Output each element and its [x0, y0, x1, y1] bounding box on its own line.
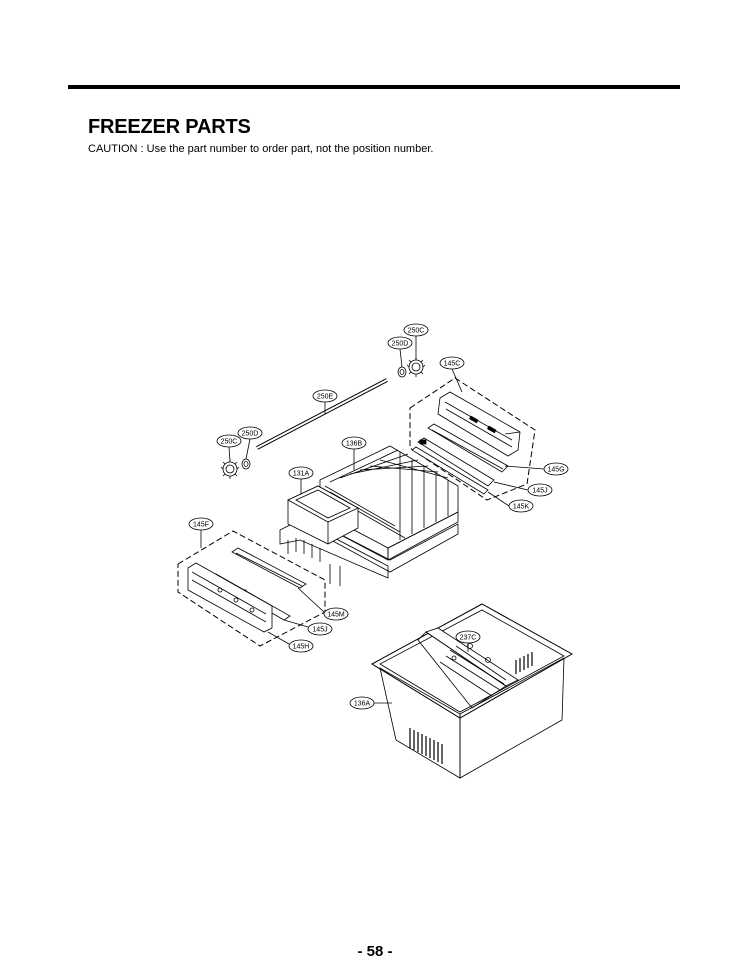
svg-text:145K: 145K [513, 504, 530, 511]
svg-text:250C: 250C [408, 328, 425, 335]
callout-250C-top: 250C [403, 323, 429, 360]
svg-text:145C: 145C [444, 361, 461, 368]
svg-text:145H: 145H [293, 644, 310, 651]
svg-text:250E: 250E [317, 394, 334, 401]
svg-text:250D: 250D [392, 341, 409, 348]
right-rail-assembly [409, 377, 536, 501]
bushing-250D-left [241, 458, 251, 470]
svg-text:250C: 250C [221, 439, 238, 446]
callout-145H: 145H [267, 631, 314, 653]
page-number: - 58 - [357, 943, 393, 960]
callout-237C: 237C [455, 630, 481, 652]
callout-136B: 136B [341, 436, 367, 470]
svg-text:237C: 237C [460, 635, 477, 642]
svg-text:145F: 145F [193, 522, 209, 529]
callout-250C-left: 250C [216, 434, 242, 463]
callout-145G: 145G [504, 462, 569, 476]
callout-250E: 250E [312, 389, 338, 414]
bushing-250D-top [397, 366, 407, 378]
big-bin-136A [371, 603, 574, 779]
svg-text:145M: 145M [327, 612, 345, 619]
callout-145F: 145F [188, 517, 214, 548]
left-rail-assembly [177, 530, 326, 647]
callout-145K: 145K [487, 491, 534, 513]
callouts: 250C 250D 145C 250E 250D 250C 136B 131A … [188, 323, 569, 710]
svg-text:145J: 145J [532, 488, 547, 495]
callout-145J-left: 145J [283, 619, 333, 636]
callout-250D-top: 250D [387, 336, 413, 368]
callout-145C: 145C [439, 356, 465, 393]
svg-text:131A: 131A [293, 471, 310, 478]
callout-136A: 136A [349, 696, 392, 710]
svg-text:136B: 136B [346, 441, 363, 448]
shaft-250E [256, 378, 388, 450]
top-rule [68, 85, 680, 89]
callout-145M: 145M [297, 587, 349, 621]
caution-note: CAUTION : Use the part number to order p… [88, 143, 434, 155]
callout-145J-right: 145J [493, 481, 553, 497]
gear-250C-left [220, 459, 240, 479]
callout-131A: 131A [288, 466, 314, 494]
svg-text:250D: 250D [242, 431, 259, 438]
svg-text:136A: 136A [354, 701, 371, 708]
svg-text:145J: 145J [312, 627, 327, 634]
gear-250C-top [406, 357, 426, 377]
svg-text:145G: 145G [547, 467, 564, 474]
small-bin-131A [287, 485, 359, 545]
callout-250D-left: 250D [237, 426, 263, 460]
page-title: FREEZER PARTS [88, 116, 251, 138]
